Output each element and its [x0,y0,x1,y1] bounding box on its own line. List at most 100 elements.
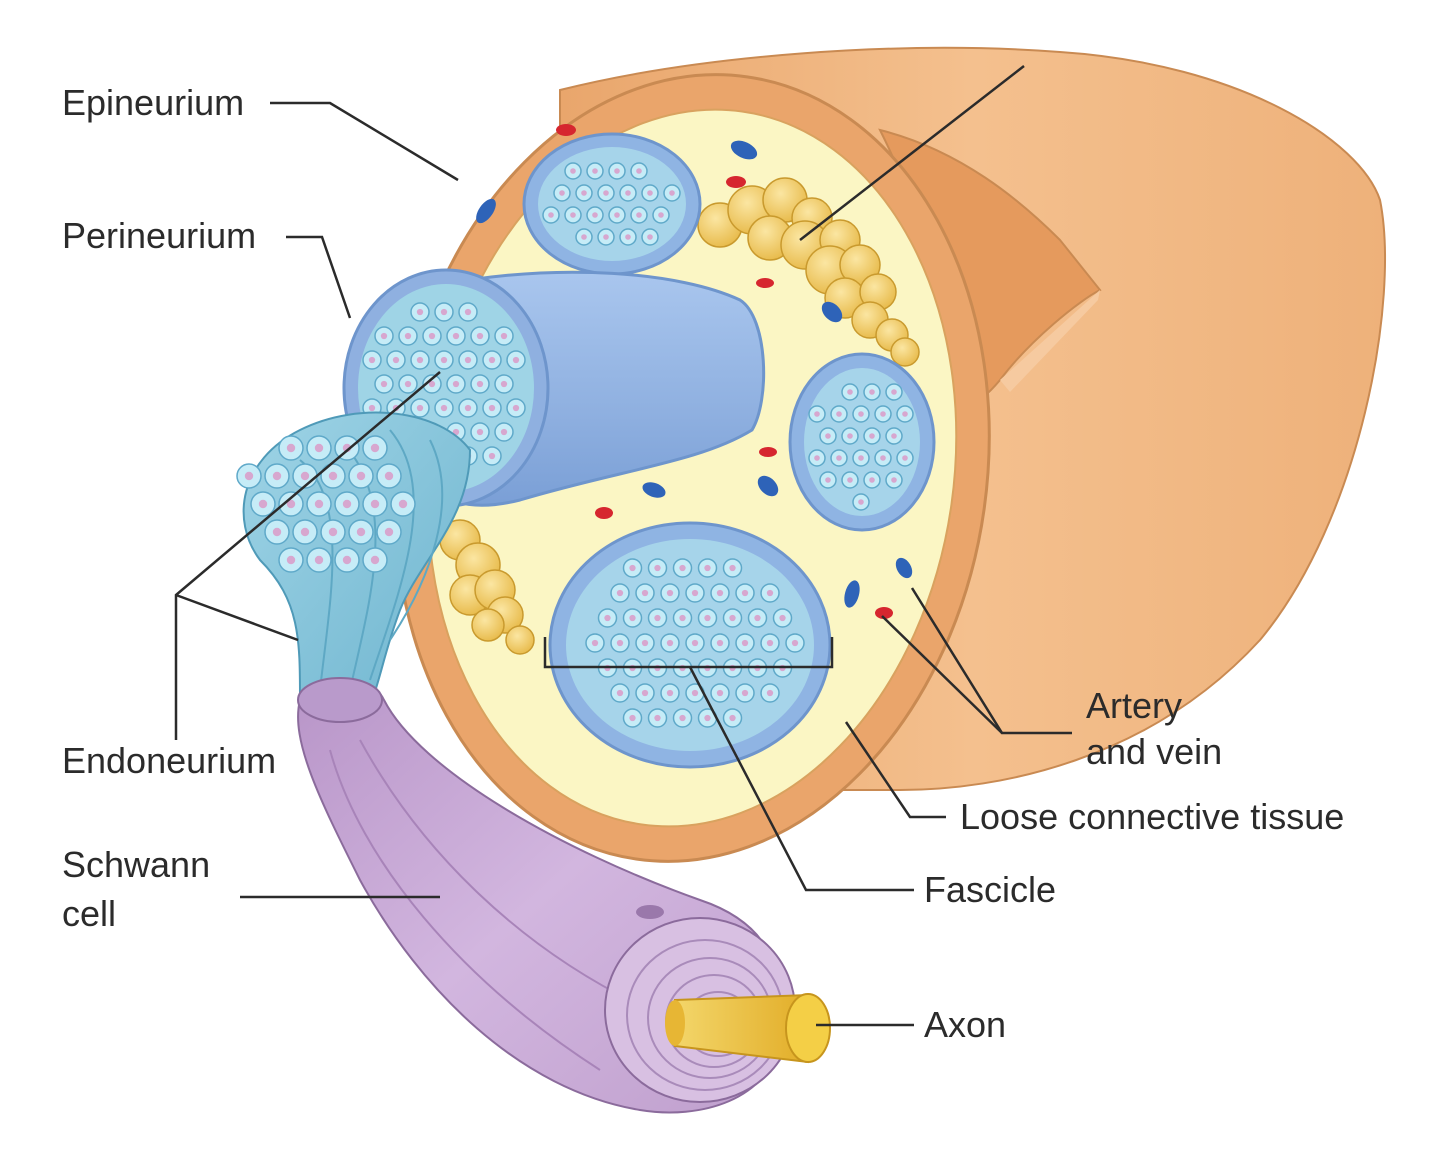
fiber-core [428,380,436,388]
fiber-core [581,190,587,196]
fiber-core [616,689,624,697]
fiber-core [880,455,886,461]
fiber-core [636,212,642,218]
fiber-core [452,332,460,340]
fiber-core [902,411,908,417]
fiber-core [591,639,599,647]
fiber-core [654,564,661,572]
fiber-core [704,614,711,622]
fiber-core [416,404,424,412]
fiber-core [629,714,636,722]
fiber-core [416,308,424,316]
fiber-core [629,614,636,622]
fiber-core [779,614,786,622]
fiber-core [464,356,472,364]
label-epineurium: Epineurium [62,82,245,123]
fiber-core [902,455,908,461]
fiber-core [384,471,394,481]
fiber-core [766,639,774,647]
fiber-core [404,332,412,340]
fiber-core [666,689,674,697]
fiber-core [603,234,609,240]
fiber-core [869,389,875,395]
fiber-core [891,477,897,483]
fiber-core [440,356,448,364]
fiber-core [603,190,609,196]
fiber-core [392,356,400,364]
fiber-core [440,308,448,316]
fiber-core [658,212,664,218]
fiber-core [342,555,352,565]
label-artery-line1: Artery [1086,685,1183,726]
fiber-core [488,452,496,460]
fiber-core [512,404,520,412]
fiber-core [847,389,853,395]
fiber-core [500,428,508,436]
fiber-core [500,332,508,340]
label-schwann-line1: Schwann [62,844,211,885]
fiber-core [488,404,496,412]
fiber-core [669,190,675,196]
fiber-core [647,234,653,240]
fiber-core [370,499,380,509]
fiber-core [370,443,380,453]
fiber-core [741,689,749,697]
fiber-core [741,589,749,597]
fiber-core [570,212,576,218]
fiber-core [272,527,282,537]
fiber-core [766,689,774,697]
fascicle-top [522,132,702,276]
fiber-core [891,433,897,439]
fiber-core [314,555,324,565]
fiber-core [300,527,310,537]
fiber-core [614,212,620,218]
fiber-core [641,639,649,647]
label-artery-line2: and vein [1086,731,1223,772]
endoneurium-fibers [236,435,416,573]
fiber-core [464,308,472,316]
fiber-core [368,356,376,364]
fiber-core [880,411,886,417]
fiber-core [464,404,472,412]
fiber-core [380,380,388,388]
fiber-core [476,428,484,436]
leader-lines [174,65,1072,1027]
leader-fascicle [688,666,914,892]
fiber-core [614,168,620,174]
fiber-core [654,614,661,622]
fiber-core [858,499,864,505]
fiber-core [679,614,686,622]
label-axon: Axon [924,1004,1007,1045]
label-loose-connective-tissue: Loose connective tissue [960,796,1345,837]
fiber-core [356,527,366,537]
fiber-core [398,499,408,509]
fiber-core [716,589,724,597]
fiber-core [666,589,674,597]
fiber-core [636,168,642,174]
leader-adipose [799,65,1025,241]
fiber-core [512,356,520,364]
fiber-core [891,389,897,395]
fiber-core [825,477,831,483]
fiber-core [825,433,831,439]
fiber-core [380,332,388,340]
axon-cylinder [665,993,831,1064]
fiber-core [654,714,661,722]
fiber-core [791,639,799,647]
fiber-core [741,639,749,647]
fiber-core [647,190,653,196]
fiber-core [716,689,724,697]
leader-vein [881,615,1003,734]
fiber-core [548,212,554,218]
fiber-core [766,589,774,597]
fiber-core [641,689,649,697]
fiber-core [559,190,565,196]
fiber-core [404,380,412,388]
leader-perineurium [286,235,352,319]
fiber-core [629,564,636,572]
fiber-core [754,614,761,622]
fiber-core [476,380,484,388]
fiber-core [691,639,699,647]
fiber-core [814,411,820,417]
